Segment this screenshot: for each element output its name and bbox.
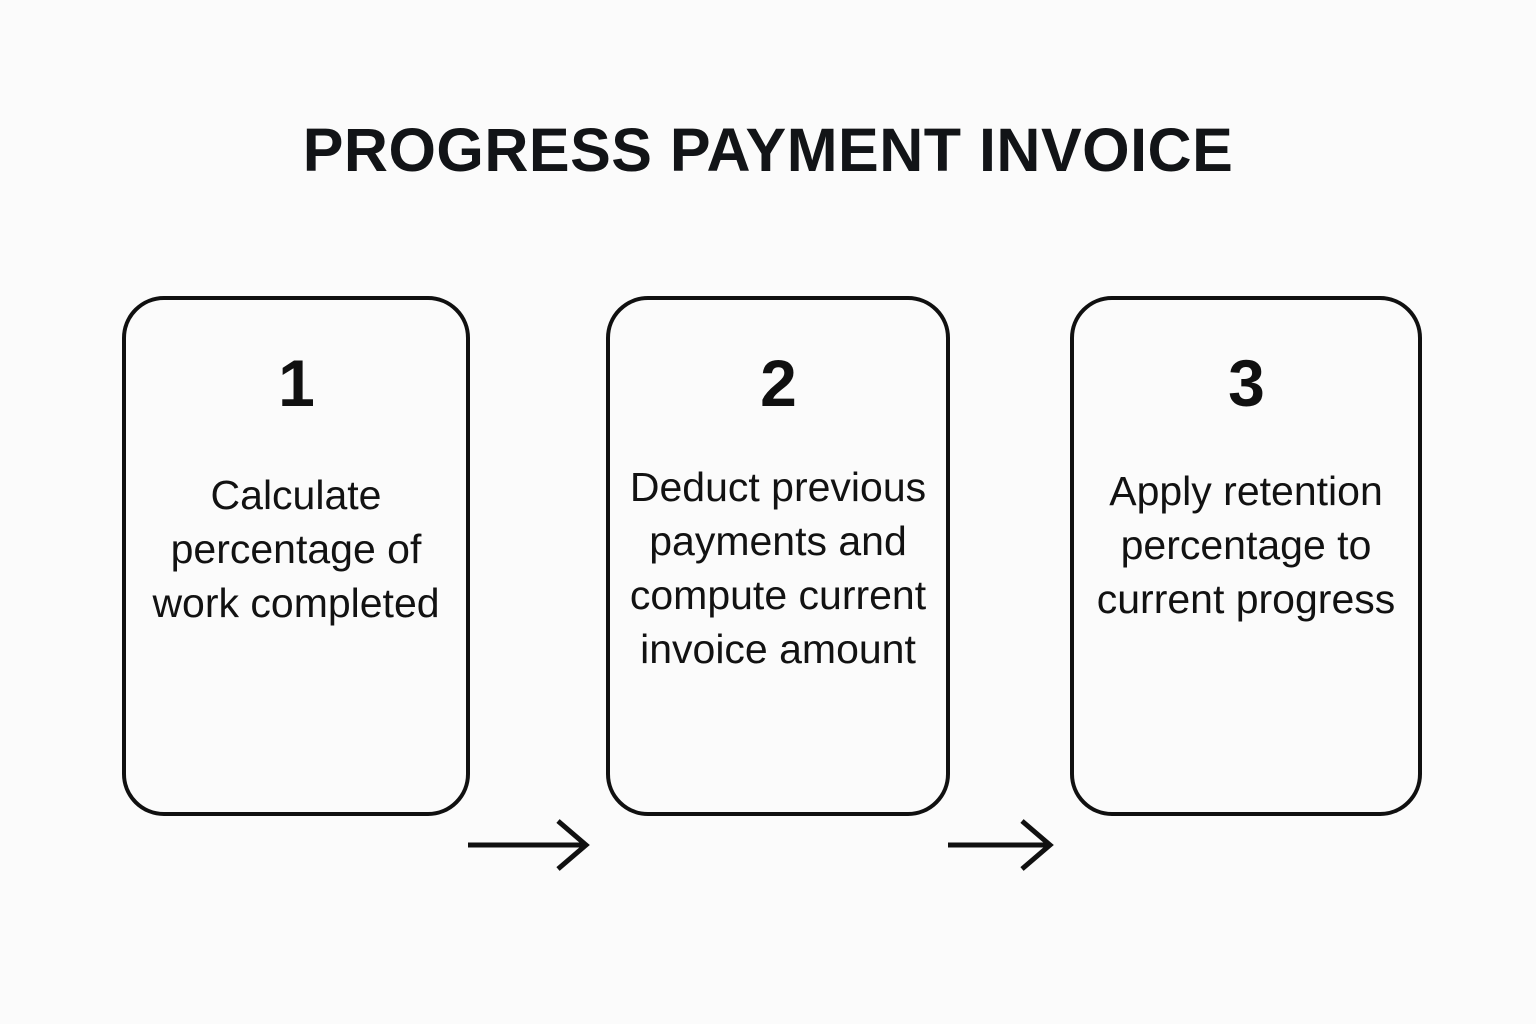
arrow-right-icon — [948, 819, 1054, 871]
step-number-3: 3 — [1228, 346, 1265, 420]
step-text-3: Apply retention percentage to current pr… — [1096, 468, 1396, 622]
step-box-3[interactable]: 3 Apply retention percentage to current … — [1070, 296, 1422, 816]
step-box-1[interactable]: 1 Calculate percentage of work completed — [122, 296, 470, 816]
page-title: PROGRESS PAYMENT INVOICE — [302, 116, 1234, 184]
arrow-right-icon-2 — [946, 816, 1074, 880]
step-box-2[interactable]: 2 Deduct previous payments and compute c… — [606, 296, 950, 816]
step-text-1: Calculate percentage of work completed — [152, 472, 440, 626]
step-text-2: Deduct previous payments and compute cur… — [629, 464, 927, 672]
step-number-1: 1 — [278, 346, 315, 420]
process-steps-row: 1 Calculate percentage of work completed… — [0, 296, 1536, 871]
arrow-right-icon — [468, 819, 590, 871]
step-number-2: 2 — [760, 346, 797, 420]
arrow-right-icon-1 — [466, 816, 612, 880]
